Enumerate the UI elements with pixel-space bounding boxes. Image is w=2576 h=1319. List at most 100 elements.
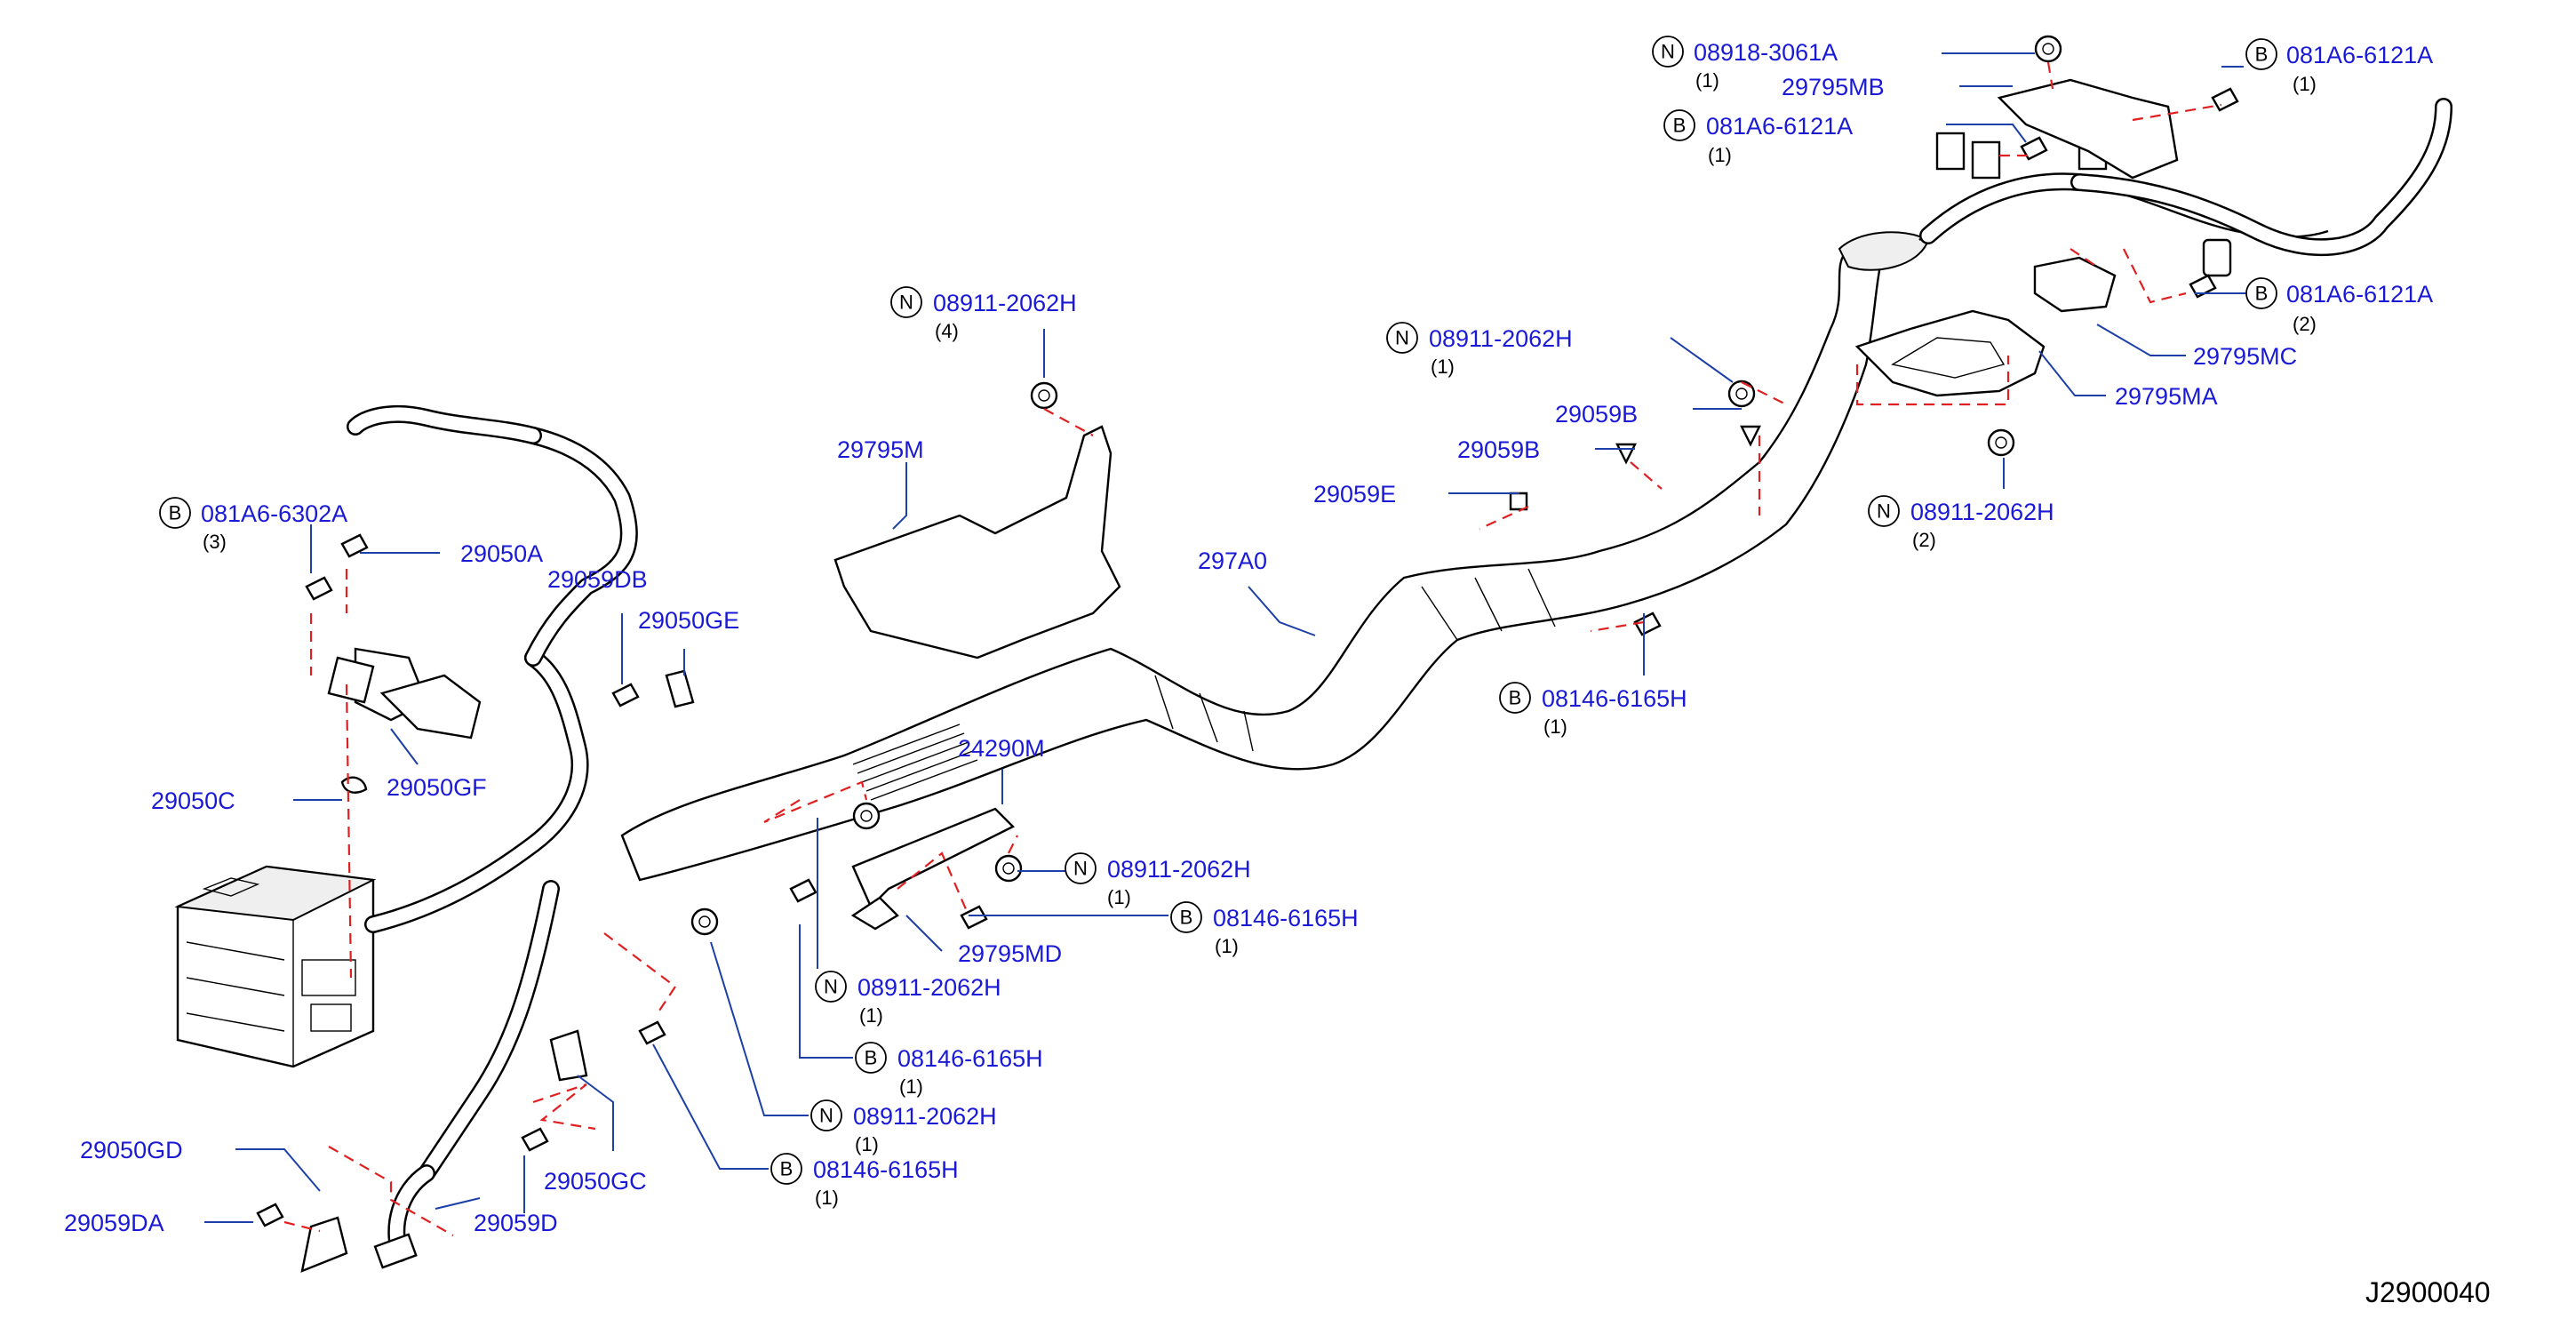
- part-quantity: (1): [1215, 935, 1239, 957]
- callout-c33[interactable]: 29059DA: [64, 1210, 164, 1236]
- callout-c01[interactable]: N 08918-3061A (1): [1652, 36, 1838, 92]
- part-number: 08911-2062H: [1107, 856, 1251, 883]
- part-number: 29050GD: [80, 1137, 183, 1163]
- callout-c24[interactable]: N 08911-2062H (1): [1065, 852, 1251, 908]
- part-quantity: (1): [1695, 69, 1719, 92]
- part-quantity: (1): [2293, 73, 2317, 95]
- callout-c02[interactable]: 29795MB: [1782, 74, 1885, 100]
- part-number: 08146-6165H: [813, 1156, 959, 1183]
- bracket-29795MA: [1854, 309, 2046, 397]
- callouts: N 08918-3061A (1) 29795MB B 081A6-6121A …: [64, 36, 2433, 1236]
- part-number: 081A6-6121A: [2286, 42, 2433, 68]
- callout-c22[interactable]: 29050GF: [387, 774, 487, 801]
- bracket-29795MD: [850, 896, 899, 931]
- part-quantity: (1): [1107, 886, 1131, 908]
- bracket-29795MB: [1997, 78, 2179, 180]
- callout-c10[interactable]: 29059B: [1457, 436, 1540, 463]
- part-number: 29795MB: [1782, 74, 1885, 100]
- callout-prefix: B: [1509, 687, 1522, 709]
- part-quantity: (4): [935, 320, 959, 342]
- callout-c03[interactable]: B 081A6-6121A (1): [2245, 38, 2433, 95]
- callout-c17[interactable]: B 081A6-6302A (3): [159, 497, 347, 553]
- callout-prefix: B: [2255, 44, 2269, 66]
- part-quantity: (3): [203, 531, 227, 553]
- part-number: 29059E: [1313, 481, 1396, 508]
- bracket-24290M: [851, 807, 1016, 909]
- part-number: 29059B: [1555, 401, 1638, 428]
- callout-c18[interactable]: 29050A: [460, 540, 543, 567]
- callout-c31[interactable]: 29050GD: [80, 1137, 183, 1163]
- part-quantity: (1): [899, 1075, 923, 1098]
- part-quantity: (1): [1543, 715, 1567, 738]
- callout-c04[interactable]: B 081A6-6121A (1): [1663, 109, 1853, 166]
- bracket-29050GD: [300, 1216, 348, 1273]
- callout-prefix: B: [169, 502, 182, 524]
- callout-c20[interactable]: 29050GE: [638, 607, 739, 634]
- main-duct: [620, 98, 2452, 882]
- part-number: 29050C: [151, 787, 235, 814]
- callout-c23[interactable]: 24290M: [958, 735, 1045, 762]
- part-number: 08911-2062H: [857, 974, 1001, 1001]
- part-number: 08911-2062H: [853, 1103, 997, 1130]
- bracket-29050GC: [549, 1029, 588, 1082]
- inverter-unit: [174, 865, 377, 1068]
- part-number: 081A6-6302A: [201, 500, 347, 527]
- callout-prefix: N: [1073, 858, 1088, 880]
- callout-c29[interactable]: N 08911-2062H (1): [810, 1099, 997, 1155]
- callout-c27[interactable]: N 08911-2062H (1): [815, 971, 1001, 1027]
- callout-prefix: B: [2255, 283, 2269, 305]
- part-quantity: (1): [859, 1004, 883, 1027]
- callout-c12[interactable]: N 08911-2062H (2): [1868, 495, 2054, 551]
- callout-prefix: N: [824, 976, 838, 998]
- callout-prefix: B: [1673, 115, 1687, 137]
- callout-prefix: N: [899, 292, 913, 314]
- callout-c15[interactable]: N 08911-2062H (4): [890, 286, 1077, 342]
- callout-c14[interactable]: B 08146-6165H (1): [1499, 682, 1687, 738]
- part-quantity: (1): [1431, 356, 1455, 378]
- diagram-reference-number: J2900040: [2365, 1276, 2491, 1308]
- callout-c06[interactable]: 29795MC: [2193, 343, 2297, 370]
- callout-c32[interactable]: 29050GC: [544, 1168, 647, 1195]
- part-number: 29059D: [474, 1210, 558, 1236]
- callout-c28[interactable]: B 08146-6165H (1): [855, 1042, 1043, 1098]
- part-quantity: (1): [815, 1187, 839, 1209]
- callout-c34[interactable]: 29059D: [474, 1210, 558, 1236]
- part-number: 29050A: [460, 540, 543, 567]
- callout-c09[interactable]: 29059B: [1555, 401, 1638, 428]
- callout-c16[interactable]: 29795M: [837, 436, 924, 463]
- part-number: 29059DA: [64, 1210, 164, 1236]
- heat-shield-29795M: [833, 425, 1121, 660]
- callout-c07[interactable]: 29795MA: [2115, 383, 2218, 410]
- part-quantity: (1): [855, 1133, 879, 1155]
- part-quantity: (2): [1912, 529, 1936, 551]
- callout-c21[interactable]: 29050C: [151, 787, 235, 814]
- bracket-29050GF: [379, 674, 482, 739]
- callout-c05[interactable]: B 081A6-6121A (2): [2245, 277, 2433, 335]
- callout-prefix: N: [819, 1105, 833, 1127]
- part-number: 29795MC: [2193, 343, 2297, 370]
- callout-prefix: B: [865, 1047, 878, 1069]
- callout-c26[interactable]: 29795MD: [958, 940, 1062, 967]
- part-number: 081A6-6121A: [1706, 113, 1853, 140]
- part-number: 08146-6165H: [1213, 905, 1359, 931]
- part-number: 29795MD: [958, 940, 1062, 967]
- part-number: 08911-2062H: [933, 290, 1077, 316]
- callout-c25[interactable]: B 08146-6165H (1): [1170, 901, 1359, 957]
- part-number: 08911-2062H: [1429, 325, 1573, 352]
- callout-c11[interactable]: 29059E: [1313, 481, 1396, 508]
- part-number: 29050GE: [638, 607, 739, 634]
- callout-c08[interactable]: N 08911-2062H (1): [1386, 322, 1573, 378]
- part-number: 29059B: [1457, 436, 1540, 463]
- callout-prefix: B: [1180, 907, 1193, 929]
- part-number: 08146-6165H: [1542, 685, 1687, 712]
- callout-c19[interactable]: 29059DB: [547, 566, 648, 593]
- part-number: 24290M: [958, 735, 1045, 762]
- callout-c30[interactable]: B 08146-6165H (1): [770, 1153, 959, 1209]
- callout-prefix: N: [1395, 327, 1409, 349]
- callout-prefix: B: [780, 1158, 794, 1180]
- callout-c13[interactable]: 297A0: [1198, 548, 1267, 574]
- part-number: 08911-2062H: [1910, 499, 2054, 525]
- bracket-29795MC: [2033, 256, 2117, 313]
- part-number: 297A0: [1198, 548, 1267, 574]
